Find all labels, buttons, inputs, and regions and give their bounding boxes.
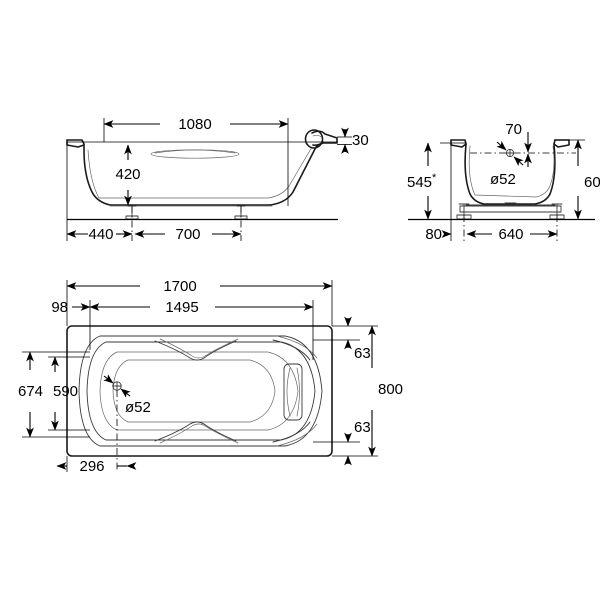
dimension-label-674: 674 <box>18 383 43 400</box>
dimension-800: 800 <box>332 325 403 457</box>
dimension-70: 70 <box>505 121 532 167</box>
dimension-440-700: 440 700 <box>66 142 242 243</box>
dimension-label-d52-plan: ø52 <box>125 399 151 416</box>
dimension-label-1700: 1700 <box>163 278 196 295</box>
waste-symbol-plan: ø52 <box>103 374 151 472</box>
dimension-1495: 1495 <box>89 299 314 360</box>
dimension-63-top: 63 <box>313 316 371 362</box>
dimension-label-420: 420 <box>115 166 140 183</box>
dimension-label-30: 30 <box>352 132 369 149</box>
dimension-label-800: 800 <box>378 381 403 398</box>
bath-feet-front <box>125 205 248 220</box>
view-plan: ø52 1700 1495 98 <box>18 278 403 475</box>
dimension-label-98: 98 <box>51 299 68 316</box>
dimension-296: 296 <box>56 456 137 475</box>
dimension-1080: 1080 <box>103 116 289 206</box>
dimension-label-545: 545* <box>407 172 437 191</box>
dimension-63-bottom: 63 <box>313 419 371 466</box>
plan-corner-arcs <box>272 335 318 447</box>
bath-side-outline <box>450 139 570 205</box>
dimension-545: 545* <box>407 142 466 220</box>
dimension-600: 600 <box>554 139 600 220</box>
dimension-label-63-top: 63 <box>354 345 371 362</box>
dimension-label-63-bottom: 63 <box>354 419 371 436</box>
waste-symbol-side <box>470 140 576 167</box>
dimension-label-1495: 1495 <box>165 299 198 316</box>
dimension-98: 98 <box>51 299 91 316</box>
plan-waist-detail <box>154 338 239 444</box>
tap-spout <box>304 129 338 149</box>
dimension-590: 590 <box>48 356 90 431</box>
dimension-label-80: 80 <box>425 226 442 243</box>
dimension-label-296: 296 <box>79 458 104 475</box>
dimension-674: 674 <box>18 351 90 438</box>
dimension-420: 420 <box>115 144 141 206</box>
overflow-oval <box>150 149 240 159</box>
dimension-label-440: 440 <box>88 226 113 243</box>
dimension-1700: 1700 <box>66 278 333 326</box>
bath-support-rail <box>459 202 562 213</box>
dimension-label-d52-side: ø52 <box>490 171 516 188</box>
dimension-label-600: 600 <box>584 174 600 191</box>
view-side-elevation: 70 ø52 545* 600 <box>407 121 600 243</box>
view-front-elevation: 1080 420 30 <box>66 116 369 243</box>
dimension-label-70: 70 <box>505 121 522 138</box>
dimension-label-590: 590 <box>53 383 78 400</box>
dimension-label-1080: 1080 <box>178 116 211 133</box>
dimension-label-700: 700 <box>175 226 200 243</box>
dimension-label-640: 640 <box>498 226 523 243</box>
plan-outer-rim <box>66 325 333 457</box>
plan-grip-handle <box>283 363 303 421</box>
dimension-30: 30 <box>337 127 369 154</box>
dimension-80-640: 80 640 <box>425 143 558 243</box>
